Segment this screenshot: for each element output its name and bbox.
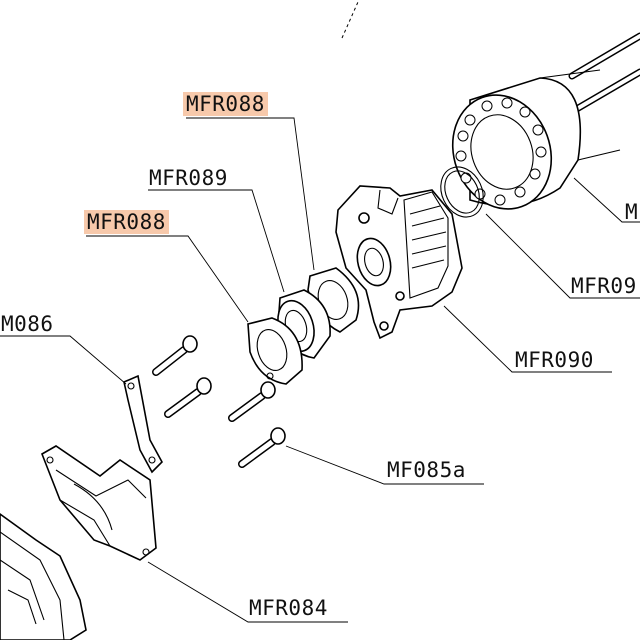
leader-mfr089: [148, 189, 285, 293]
o-ring: [440, 166, 484, 218]
label-mfr088-top: MFR088: [183, 92, 268, 116]
label-m086: M086: [1, 312, 54, 336]
label-mf085a: MF085a: [387, 458, 466, 482]
label-mfr09-partial: MFR09: [571, 274, 637, 298]
axis-line: [341, 1, 359, 39]
carburetor-body: [335, 185, 463, 340]
bolt: [164, 377, 212, 418]
bolt: [228, 381, 276, 422]
leader-m-partial: [573, 177, 640, 223]
bracket-plate: [123, 374, 163, 474]
bolt: [238, 427, 286, 468]
label-mfr090: MFR090: [515, 348, 594, 372]
gasket-inner: [247, 317, 303, 385]
leader-m086: [0, 335, 127, 385]
bolt: [152, 335, 198, 376]
label-mfr088-mid: MFR088: [84, 210, 169, 234]
intake-manifold: [41, 445, 157, 561]
cylinder-rotor: [451, 69, 621, 210]
leader-mfr090: [443, 305, 612, 373]
housing-partial: [0, 513, 87, 640]
label-mfr084: MFR084: [249, 596, 328, 620]
label-mfr089: MFR089: [149, 166, 228, 190]
leader-mfr088-mid: [86, 235, 249, 323]
leader-mfr084: [147, 561, 348, 623]
leader-mfr09: [485, 213, 640, 299]
leader-lines: [0, 117, 640, 623]
leader-mfr088-top: [186, 117, 315, 271]
long-rods: [564, 32, 640, 118]
leader-mf085a: [285, 445, 484, 485]
bolts: [152, 335, 286, 468]
label-m-partial: M: [625, 200, 639, 224]
